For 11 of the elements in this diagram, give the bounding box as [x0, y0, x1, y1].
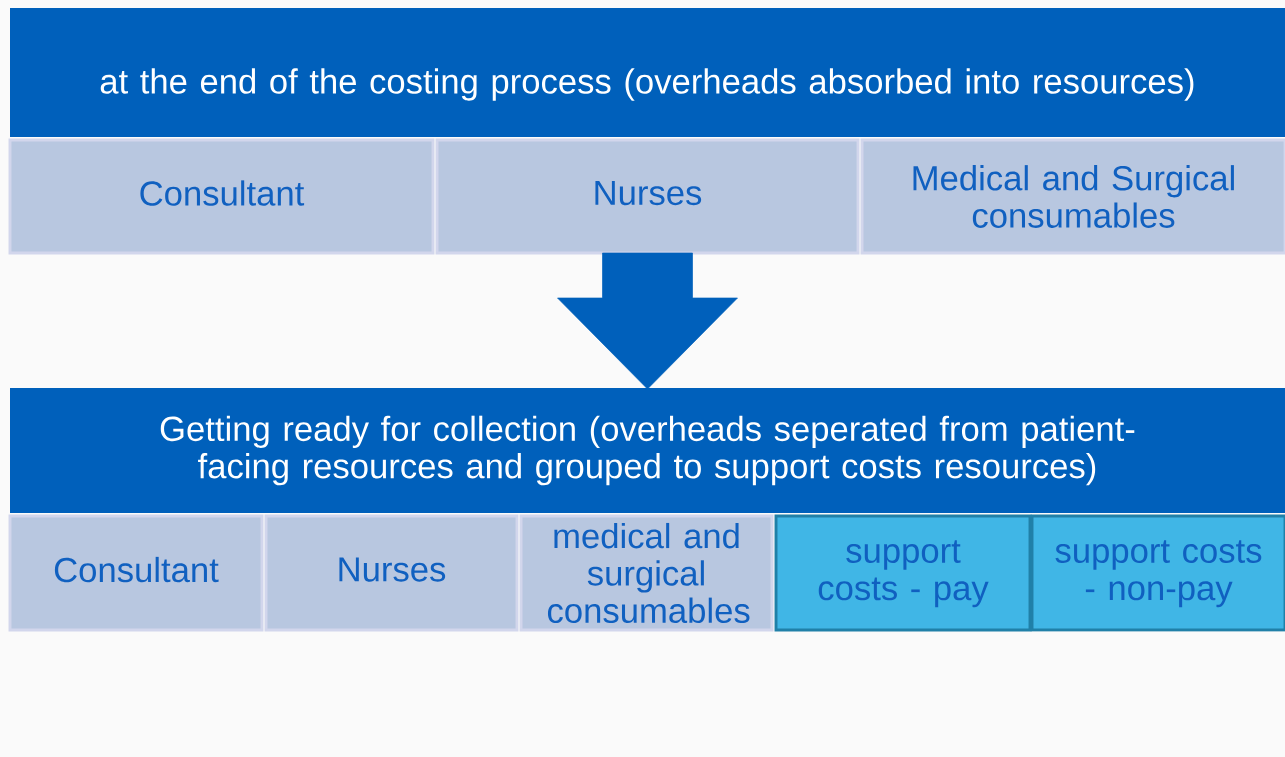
resource-box: Nurses	[264, 514, 519, 632]
heading-band: Getting ready for collection (overheads seperated from patient-facing resources and grouped to support costs resources)	[10, 388, 1285, 513]
support-cost-box: support costs - non-pay	[1030, 514, 1285, 632]
resource-box: Consultant	[8, 514, 264, 632]
support-cost-box: support costs - pay	[774, 514, 1032, 632]
resource-box: Consultant	[8, 138, 435, 255]
resource-box: Medical and Surgical consumables	[860, 138, 1285, 255]
block-arrow	[557, 252, 738, 390]
resource-box: medical and surgical consumables	[519, 514, 774, 632]
heading-band: at the end of the costing process (overheads absorbed into resources)	[10, 8, 1285, 137]
resource-box: Nurses	[435, 138, 860, 255]
